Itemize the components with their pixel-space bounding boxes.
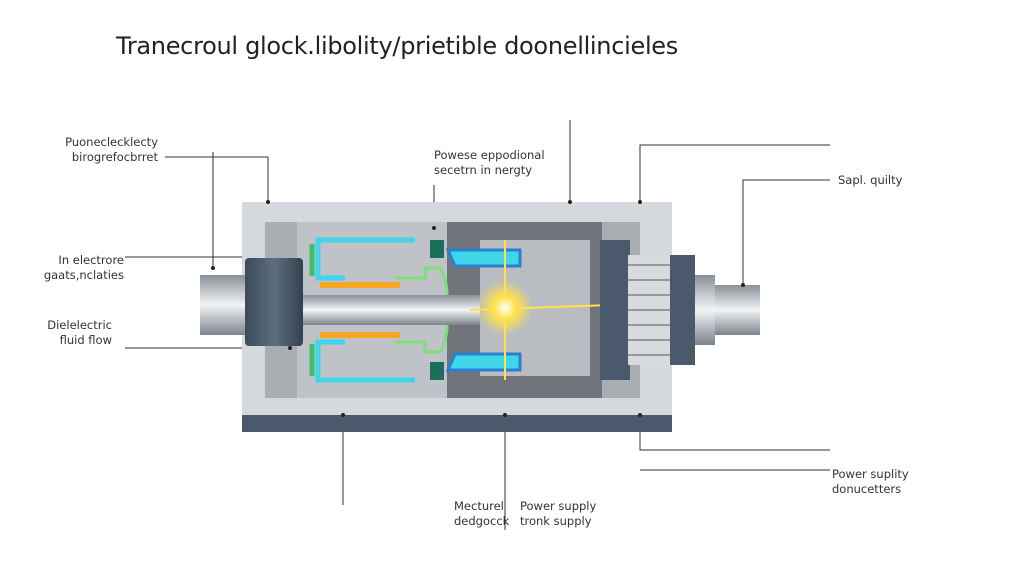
label-line: birogrefocbrret <box>71 150 158 164</box>
label-line: Power suplity <box>832 467 909 481</box>
label-bottom-center-left: Mecturel dedgocck <box>454 499 509 529</box>
diagram-title: Tranecroul glock.libolity/prietible doon… <box>116 32 678 60</box>
electrode-shaft <box>300 295 480 325</box>
label-top-left: Puoneclecklecty birogrefocbrret <box>40 135 158 165</box>
label-bottom-right: Power suplity donucetters <box>832 467 909 497</box>
label-line: tronk supply <box>520 514 592 528</box>
label-mid-left: In electrore gaats,nclaties <box>20 253 124 283</box>
label-line: donucetters <box>832 482 902 496</box>
left-shaft <box>200 275 248 335</box>
label-line: gaats,nclaties <box>43 268 124 282</box>
label-bottom-center-right: Power supply tronk supply <box>520 499 596 529</box>
label-line: Puoneclecklecty <box>65 135 158 149</box>
spark-icon <box>477 280 533 336</box>
left-coupling <box>245 258 303 346</box>
label-top-center: Powese eppodional secetrn in nergty <box>434 148 545 178</box>
label-line: dedgocck <box>454 514 510 528</box>
base-plate <box>242 415 672 432</box>
label-line: fluid flow <box>59 333 112 347</box>
right-shaft <box>715 285 760 335</box>
label-line: Dielelectric <box>47 318 112 332</box>
label-top-right: Sapl. quilty <box>838 173 903 187</box>
label-line: Power supply <box>520 499 597 513</box>
label-low-left: Dielelectric fluid flow <box>20 318 112 348</box>
label-line: secetrn in nergty <box>434 163 533 177</box>
label-line: Mecturel <box>454 499 504 513</box>
label-line: Powese eppodional <box>434 148 545 162</box>
label-line: In electrore <box>58 253 124 267</box>
